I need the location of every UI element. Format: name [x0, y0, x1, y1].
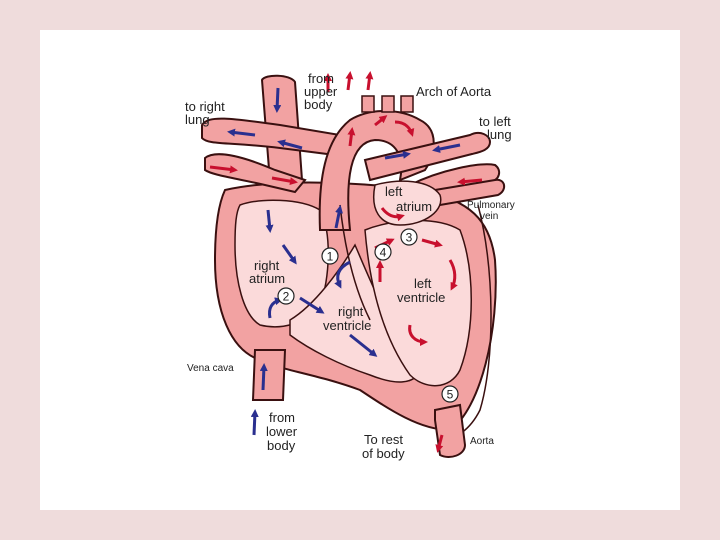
- label-arch-of-aorta: Arch of Aorta: [416, 84, 492, 99]
- left-ventricle-chamber: [364, 219, 472, 387]
- heart-diagram: 1 2 3 4 5 to right lung from upper body …: [185, 71, 518, 461]
- valve-5: 5: [441, 385, 459, 403]
- valve-2-number: 2: [283, 290, 290, 304]
- valve-2: 2: [277, 287, 295, 305]
- label-pulmonary-vein: Pulmonary vein: [467, 200, 518, 222]
- label-from-upper-body: from upper body: [304, 71, 341, 112]
- valve-1: 1: [321, 247, 339, 265]
- label-from-lower-body: from lower body: [266, 410, 301, 453]
- septum: [339, 204, 371, 321]
- label-left-ventricle: left ventricle: [397, 276, 445, 305]
- valve-markers: 1 2 3 4 5: [277, 228, 459, 403]
- arch-branch-3: [400, 95, 414, 113]
- arch-branch-1: [361, 95, 375, 113]
- label-left-atrium: left atrium: [385, 184, 432, 214]
- label-to-left-lung: to left lung: [479, 114, 514, 142]
- right-pulmonary-vein: [204, 153, 307, 194]
- blue-flow-arrows: [227, 87, 461, 436]
- label-aorta: Aorta: [470, 436, 494, 447]
- label-vena-cava: Vena cava: [187, 363, 234, 374]
- valve-4-number: 4: [380, 246, 387, 260]
- left-pulmonary-vein-lower: [433, 178, 506, 207]
- valve-3: 3: [400, 228, 418, 246]
- inferior-vena-cava: [251, 349, 287, 401]
- valve-1-number: 1: [327, 250, 334, 264]
- diagram-slide: 1 2 3 4 5 to right lung from upper body …: [40, 30, 680, 510]
- label-to-right-lung: to right lung: [185, 99, 228, 127]
- label-right-atrium: right atrium: [249, 258, 285, 286]
- aorta-tail: [434, 403, 467, 458]
- valve-5-number: 5: [447, 388, 454, 402]
- label-to-rest-of-body: To rest of body: [362, 432, 407, 461]
- label-right-ventricle: right ventricle: [323, 304, 371, 333]
- valve-3-number: 3: [406, 231, 413, 245]
- arch-branch-2: [381, 95, 395, 113]
- valve-4: 4: [374, 243, 392, 261]
